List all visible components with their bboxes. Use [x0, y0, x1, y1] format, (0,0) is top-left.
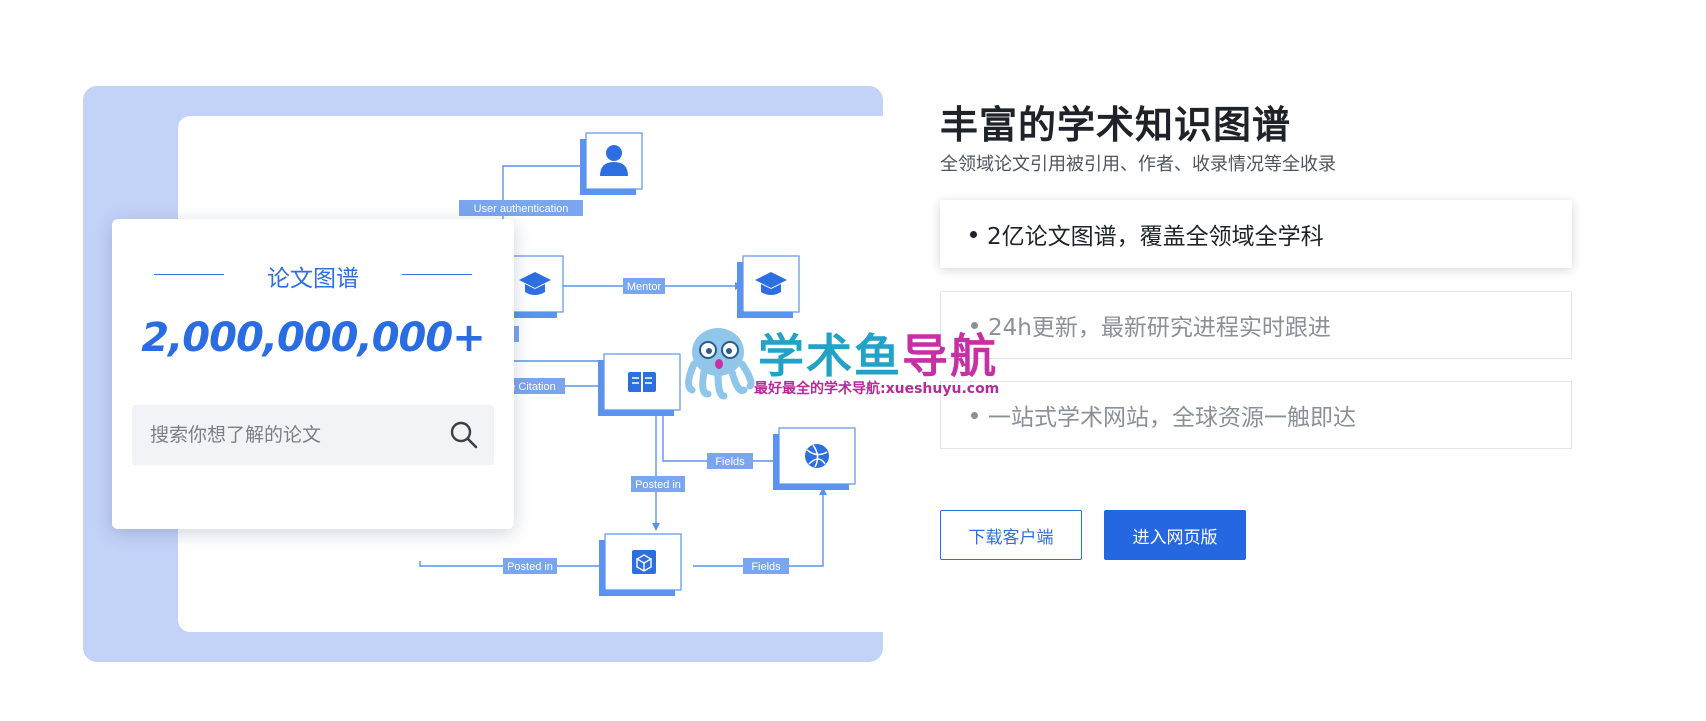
feature-label: 2亿论文图谱，覆盖全领域全学科 — [987, 224, 1324, 250]
feature-item-1[interactable]: 2亿论文图谱，覆盖全领域全学科 — [940, 200, 1572, 268]
section-title: 丰富的学术知识图谱 — [940, 103, 1292, 147]
card-title-row: 论文图谱 — [154, 259, 472, 292]
label-fields-bottom: Fields — [751, 561, 781, 573]
title-divider-right — [402, 274, 472, 275]
search-input[interactable] — [132, 405, 450, 465]
watermark-title-part2: 导航 — [902, 329, 998, 383]
search-box — [132, 405, 494, 465]
graduation-cap-icon — [755, 272, 787, 295]
edge-label-fields-bottom: Fields — [743, 558, 789, 574]
cube-icon — [632, 550, 656, 574]
search-button[interactable] — [448, 419, 480, 451]
bullet-dot — [971, 411, 978, 419]
edge-label-mentor: Mentor — [623, 278, 665, 294]
globe-icon — [805, 444, 829, 468]
edge-fields-bottom — [693, 491, 824, 567]
feature-panel: 丰富的学术知识图谱 全领域论文引用被引用、作者、收录情况等全收录 2亿论文图谱，… — [940, 0, 1580, 721]
user-icon — [600, 145, 628, 176]
bullet-dot — [971, 321, 978, 329]
octopus-mascot-icon — [685, 328, 755, 400]
node-book — [598, 353, 681, 416]
watermark-subtitle: 最好最全的学术导航:xueshuyu.com — [754, 381, 1000, 397]
title-divider-left — [154, 274, 224, 275]
label-fields-top: Fields — [715, 456, 745, 468]
paper-count: 2,000,000,000+ — [141, 315, 485, 361]
section-subtitle: 全领域论文引用被引用、作者、收录情况等全收录 — [940, 154, 1336, 175]
search-icon — [450, 421, 478, 449]
label-user-authentication: User authentication — [474, 203, 569, 215]
card-title: 论文图谱 — [267, 266, 359, 292]
paper-graph-card: 论文图谱 2,000,000,000+ — [112, 219, 514, 529]
label-posted-in-vertical: Posted in — [635, 479, 681, 491]
watermark-logo: 学术鱼导航 最好最全的学术导航:xueshuyu.com — [678, 320, 1028, 400]
edge-publish — [507, 316, 603, 362]
knowledge-graph-diagram: User authentication Mentor ublish sitive… — [419, 132, 856, 596]
edge-label-posted-in-vertical: Posted in — [631, 476, 685, 492]
watermark-title: 学术鱼导航 — [758, 320, 998, 386]
watermark-title-part1: 学术鱼 — [758, 329, 902, 383]
node-graduation-2 — [737, 255, 800, 318]
feature-label: 24h更新，最新研究进程实时跟进 — [988, 315, 1331, 341]
edge-label-posted-in-bottom: Posted in — [503, 558, 557, 574]
label-mentor: Mentor — [627, 281, 662, 293]
label-posted-in-bottom: Posted in — [507, 561, 553, 573]
node-globe — [773, 427, 856, 490]
download-client-button[interactable]: 下载客户端 — [940, 510, 1082, 560]
book-icon — [628, 372, 656, 392]
node-user — [580, 132, 643, 195]
feature-label: 一站式学术网站，全球资源一触即达 — [988, 405, 1356, 431]
node-cube — [599, 533, 682, 596]
graduation-cap-icon — [519, 272, 551, 295]
bullet-dot — [970, 230, 977, 238]
feature-item-2[interactable]: 24h更新，最新研究进程实时跟进 — [940, 291, 1572, 359]
enter-web-button[interactable]: 进入网页版 — [1104, 510, 1246, 560]
edge-label-user-auth: User authentication — [459, 200, 583, 216]
edge-label-fields-top: Fields — [707, 453, 753, 469]
feature-item-3[interactable]: 一站式学术网站，全球资源一触即达 — [940, 381, 1572, 449]
